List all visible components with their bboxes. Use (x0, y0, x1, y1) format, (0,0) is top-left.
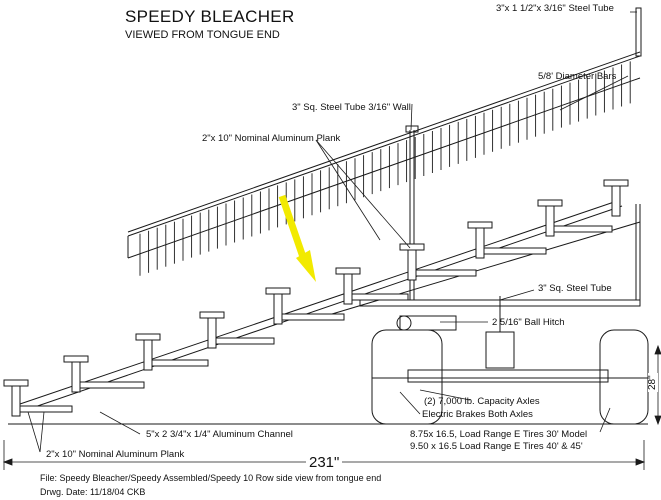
callout-brakes: Electric Brakes Both Axles (422, 409, 533, 420)
seat-cap (603, 179, 629, 187)
seat-cap (63, 355, 89, 363)
foot-plank (415, 269, 477, 277)
seat-post (343, 273, 353, 305)
callout-plank-upper: 2"x 10" Nominal Aluminum Plank (202, 133, 341, 144)
stringer-upper (19, 199, 621, 405)
railing-bars (139, 61, 631, 276)
seat-post (207, 317, 217, 349)
stringer-lower (19, 205, 623, 413)
arrowhead-top (654, 344, 661, 355)
callout-axles: (2) 7,000 lb. Capacity Axles (424, 396, 540, 407)
callout-plank-lower: 2"x 10" Nominal Aluminum Plank (46, 449, 185, 460)
seat-post (273, 293, 283, 325)
seat-cap (335, 267, 361, 275)
drawing-title: SPEEDY BLEACHER (125, 7, 295, 26)
arrowhead-left (2, 458, 13, 466)
seat-post (545, 205, 555, 237)
foot-plank (553, 225, 613, 233)
hitch-ball (396, 315, 412, 331)
seat-cap (3, 379, 29, 387)
foot-plank (19, 405, 73, 413)
foot-plank (151, 359, 209, 367)
footer-drawing-date: Drwg. Date: 11/18/04 CKB (40, 487, 146, 497)
leader-plank-upper-2 (315, 139, 411, 249)
axle-beam (407, 369, 609, 383)
height-dimension-label: 28" (647, 373, 658, 392)
width-dimension-label: 231" (306, 455, 343, 470)
rail-end-post (635, 7, 642, 57)
callout-tires-30: 8.75x 16.5, Load Range E Tires 30' Model (410, 429, 588, 440)
foot-plank (483, 247, 547, 255)
highlight-arrow-head (296, 250, 316, 282)
seat-post (475, 227, 485, 259)
foot-plank (215, 337, 275, 345)
leader-bars (559, 75, 629, 111)
seat-post (611, 185, 621, 217)
leader-lines (27, 11, 637, 453)
top-rail-line (127, 51, 641, 233)
seat-post (407, 249, 417, 281)
callout-hitch: 2 5/16" Ball Hitch (492, 317, 565, 328)
footer-file-path: File: Speedy Bleacher/Speedy Assembled/S… (40, 473, 382, 483)
top-rail-line-lower (127, 55, 641, 237)
highlight-arrow (278, 194, 316, 282)
seat-cap (537, 199, 563, 207)
arrowhead-right (635, 458, 646, 466)
hitch-body (399, 315, 457, 331)
jack-stand (485, 331, 515, 369)
seat-post (143, 339, 153, 371)
foot-plank (281, 313, 345, 321)
leader-plank-lower-2 (39, 411, 45, 453)
seat-cap (399, 243, 425, 251)
railing-bottom-line (127, 77, 641, 259)
callout-top-rail: 3"x 1 1/2"x 3/16" Steel Tube (496, 3, 614, 14)
seat-cap (467, 221, 493, 229)
drawing-subtitle: VIEWED FROM TONGUE END (125, 29, 280, 41)
leader-plank-upper (315, 139, 381, 241)
seat-post (71, 361, 81, 393)
highlight-arrow-shaft (278, 194, 308, 262)
leader-plank-lower (27, 411, 41, 453)
seat-cap (135, 333, 161, 341)
foot-plank (79, 381, 145, 389)
leader-tires (599, 407, 611, 433)
leader-post (410, 103, 413, 131)
callout-frame-tube: 3" Sq. Steel Tube (538, 283, 612, 294)
arrowhead-bottom (654, 415, 661, 426)
tire-rear (599, 329, 649, 425)
leader-brakes (399, 391, 421, 415)
leader-axles (419, 389, 471, 401)
bleacher-steps (3, 179, 629, 417)
leader-channel (99, 411, 141, 435)
callout-tires-40: 9.50 x 16.5 Load Range E Tires 40' & 45' (410, 441, 583, 452)
seat-post (11, 385, 21, 417)
foot-plank (351, 293, 409, 301)
callout-bars: 5/8' Diameter Bars (538, 71, 617, 82)
callout-post: 3" Sq. Steel Tube 3/16" Wall (292, 102, 411, 113)
seat-cap (199, 311, 225, 319)
center-post-cap (405, 125, 419, 133)
seat-cap (265, 287, 291, 295)
leader-frame-tube (499, 289, 535, 301)
callout-channel: 5"x 2 3/4"x 1/4" Aluminum Channel (146, 429, 293, 440)
